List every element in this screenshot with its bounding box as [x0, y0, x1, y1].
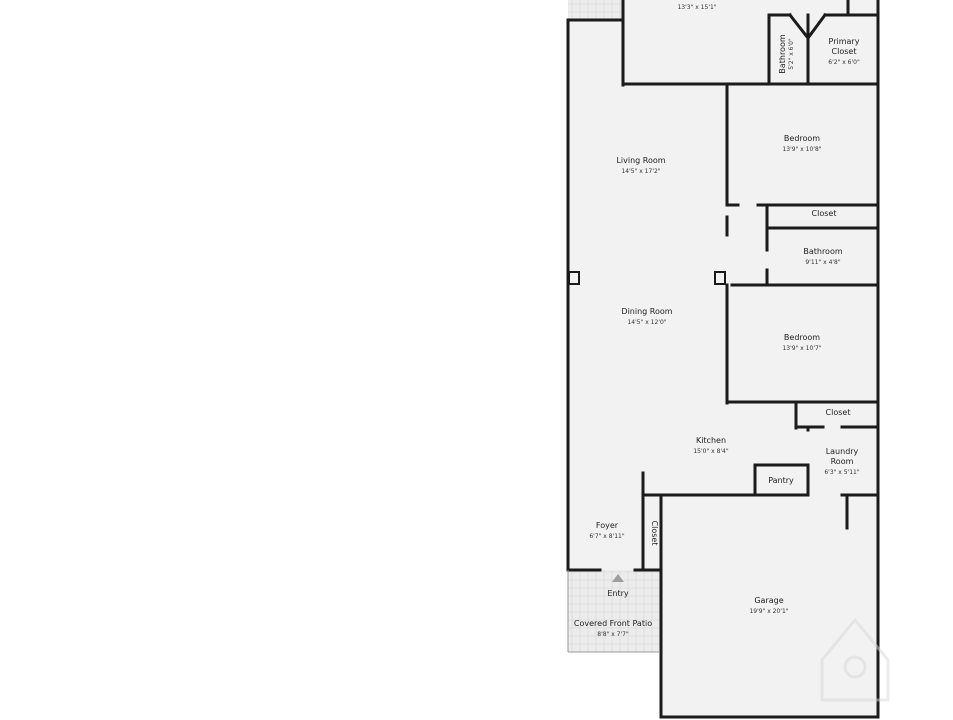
room-labels: 13'3" x 15'1" Bathroom 5'2" x 6'0" Prima…: [574, 4, 860, 638]
laundry-name-2: Room: [831, 457, 854, 466]
patio-name: Covered Front Patio: [574, 619, 652, 628]
closet-foyer-name: Closet: [650, 521, 659, 546]
foyer-name: Foyer: [596, 521, 619, 530]
dining-room-name: Dining Room: [621, 307, 672, 316]
kitchen-dim: 15'0" x 8'4": [693, 448, 729, 455]
house-logo-icon: [820, 617, 890, 702]
walls: [566, 0, 880, 719]
bathroom-2-dim: 9'11" x 4'8": [805, 259, 841, 266]
pantry-name: Pantry: [768, 476, 794, 485]
dining-room-dim: 14'5" x 12'0": [627, 319, 666, 326]
bedroom-1-name: Bedroom: [784, 134, 820, 143]
bedroom-2-dim: 13'9" x 10'7": [782, 345, 821, 352]
top-patio-tile: [568, 0, 623, 20]
kitchen-name: Kitchen: [696, 436, 726, 445]
entry-name: Entry: [607, 589, 629, 598]
living-room-name: Living Room: [616, 156, 665, 165]
closet-1-name: Closet: [812, 209, 837, 218]
top-room-dim: 13'3" x 15'1": [677, 4, 716, 11]
primary-closet-dim: 6'2" x 6'0": [828, 59, 860, 66]
bathroom-top-dim: 5'2" x 6'0": [788, 38, 795, 70]
foyer-dim: 6'7" x 8'11": [589, 533, 625, 540]
garage-dim: 19'9" x 20'1": [749, 608, 788, 615]
bedroom-1-dim: 13'9" x 10'8": [782, 146, 821, 153]
garage-name: Garage: [754, 596, 783, 605]
laundry-name-1: Laundry: [826, 447, 859, 456]
closet-2-name: Closet: [826, 408, 851, 417]
bathroom-top-name: Bathroom: [778, 34, 787, 74]
patio-dim: 8'8" x 7'7": [597, 631, 629, 638]
patio-tile: [568, 570, 660, 652]
entry-arrow-icon: [612, 574, 624, 582]
bedroom-2-name: Bedroom: [784, 333, 820, 342]
floor-areas: [568, 0, 878, 717]
living-room-dim: 14'5" x 17'2": [621, 168, 660, 175]
primary-closet-name-1: Primary: [829, 37, 860, 46]
laundry-dim: 6'3" x 5'11": [824, 469, 860, 476]
primary-closet-name-2: Closet: [832, 47, 857, 56]
bathroom-2-name: Bathroom: [803, 247, 843, 256]
